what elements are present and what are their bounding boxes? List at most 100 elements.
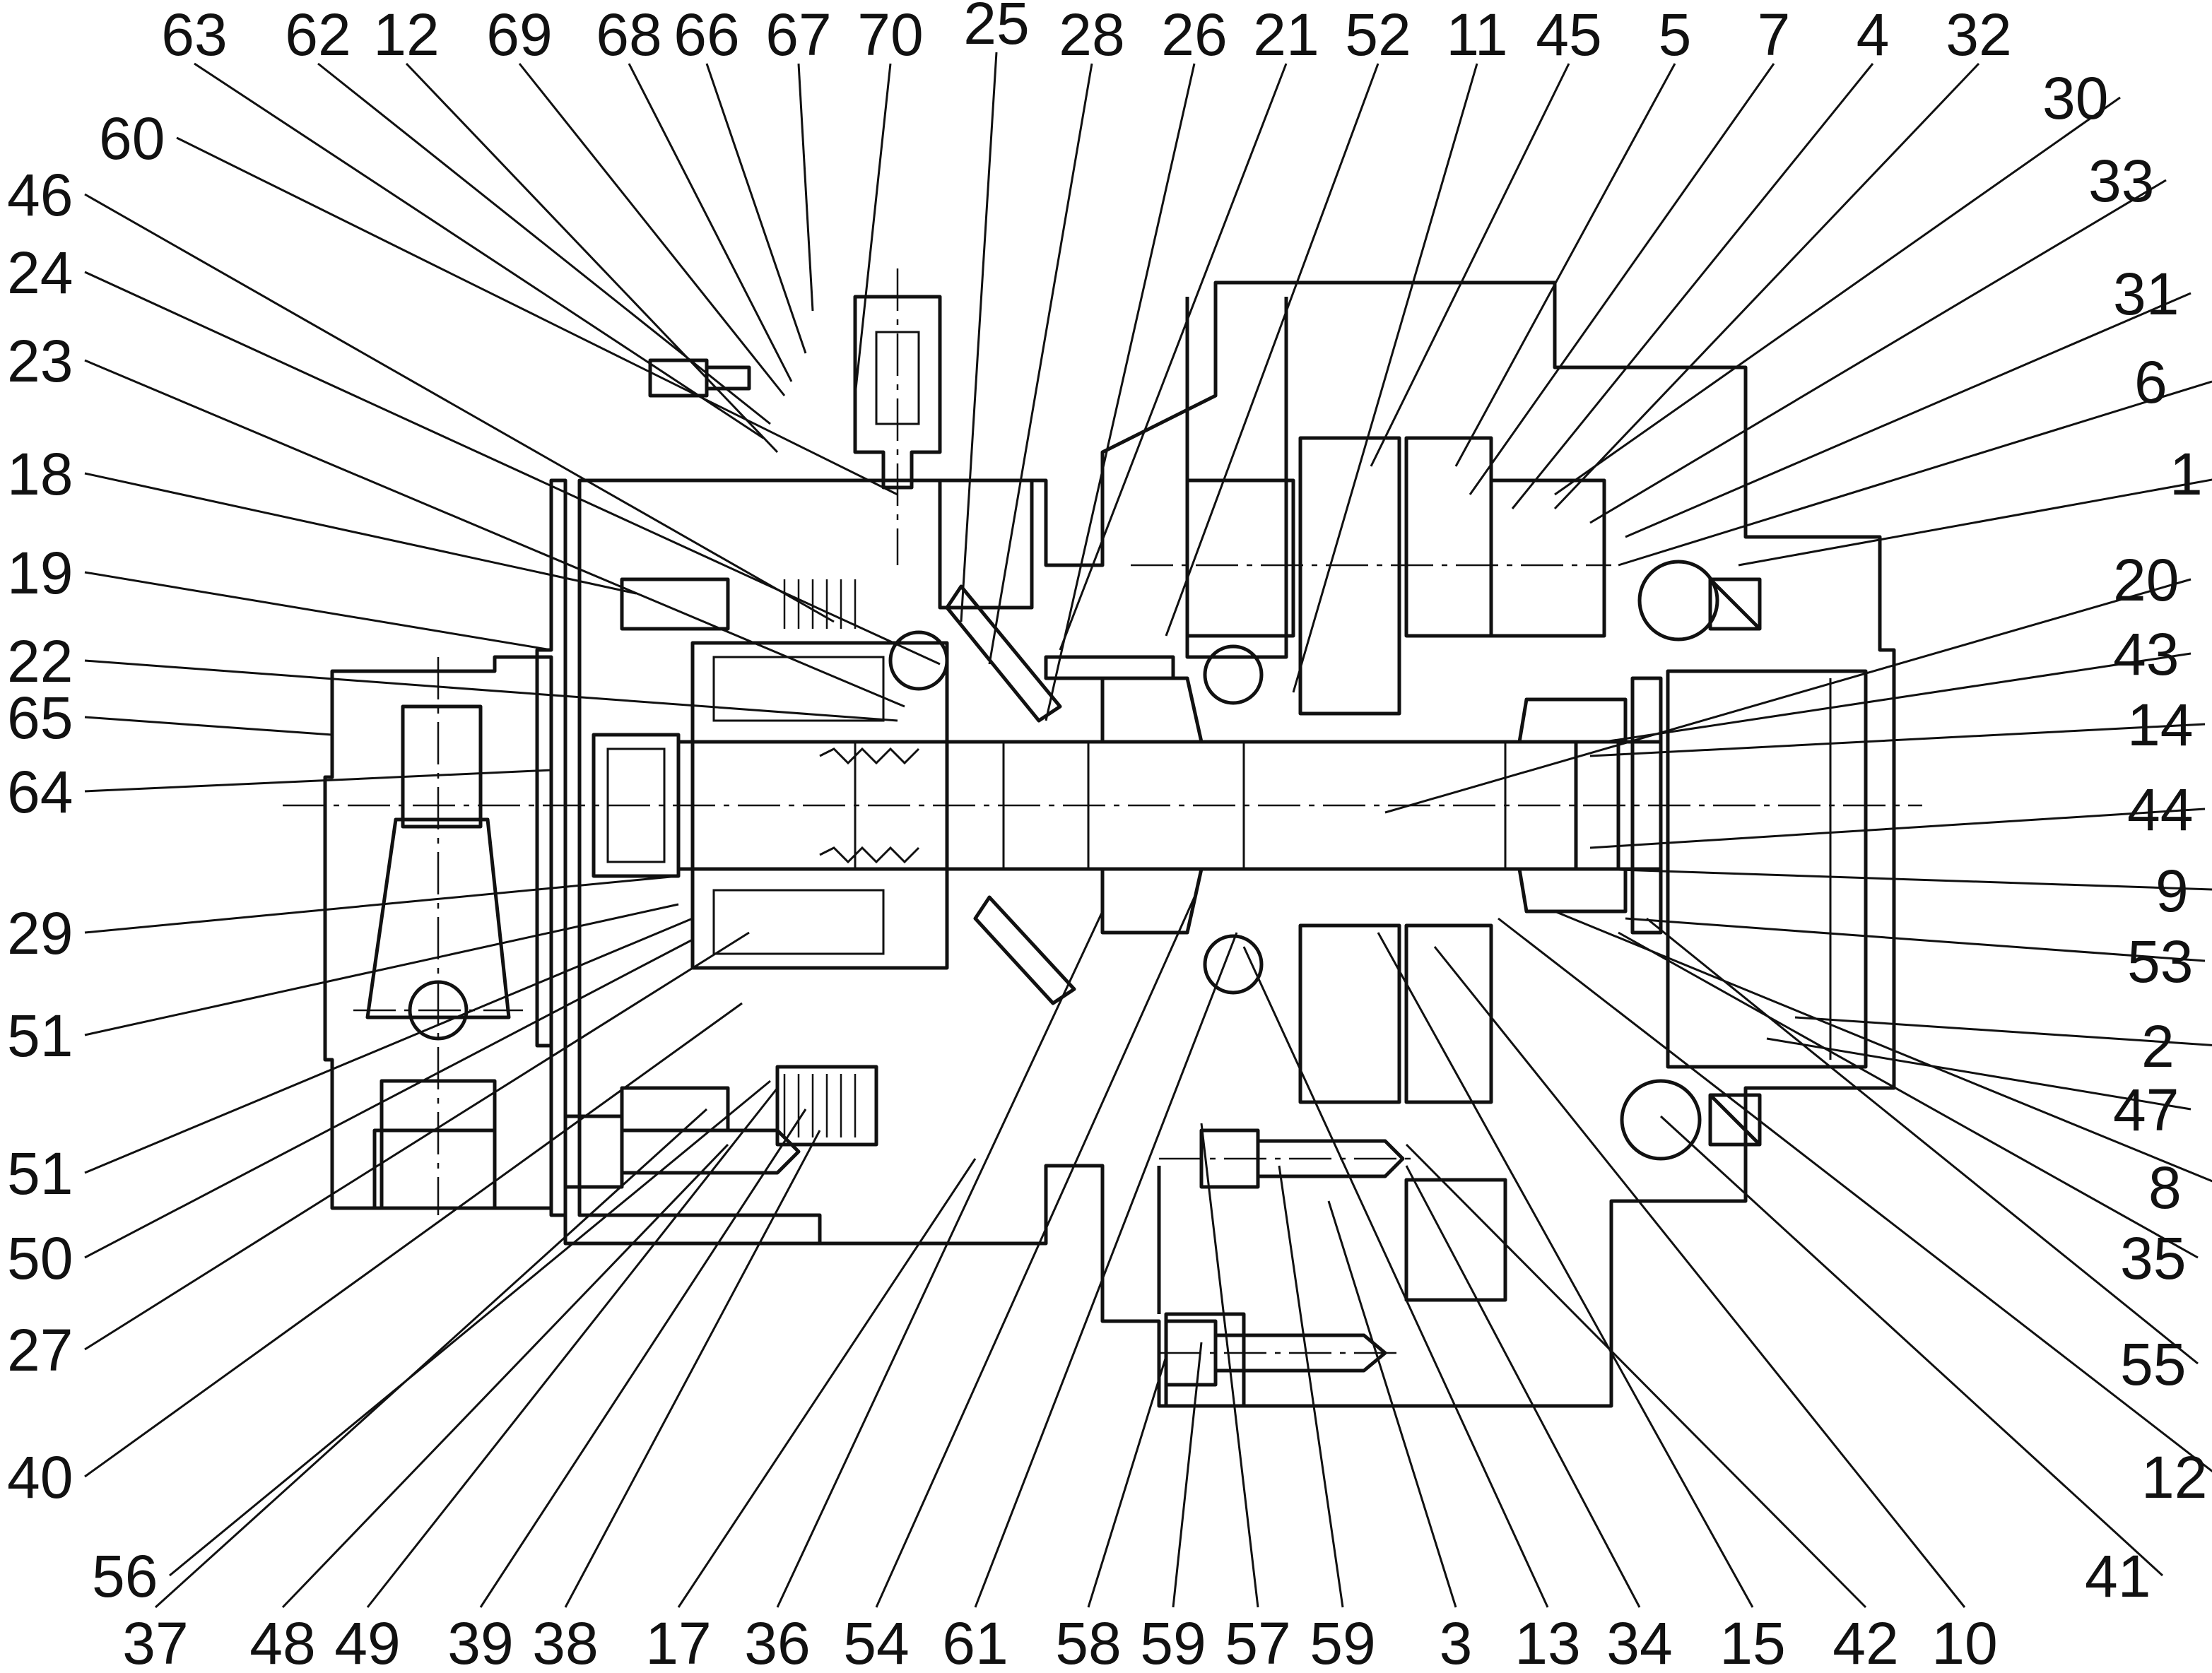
callout-label-top-16: 7	[1758, 1, 1791, 68]
callout-label-bottom-17: 42	[1832, 1610, 1898, 1669]
leader-line-right-2	[1625, 292, 2192, 538]
leader-line-bottom-15	[1405, 1165, 1641, 1608]
leader-line-right-14	[1618, 931, 2199, 1259]
leader-line-bottom-9	[1087, 1356, 1167, 1608]
leader-line-top-11	[1059, 63, 1288, 651]
callout-label-top-7: 70	[857, 1, 923, 68]
leader-line-right-6	[1604, 652, 2192, 743]
leader-line-left-4	[84, 472, 637, 595]
callout-label-left-6: 22	[7, 628, 73, 694]
leader-line-bottom-8	[974, 932, 1238, 1608]
callout-label-top-14: 45	[1536, 1, 1601, 68]
callout-label-top-10: 26	[1161, 1, 1227, 68]
callout-label-right-3: 6	[2134, 349, 2167, 415]
callout-label-left-2: 24	[7, 240, 73, 306]
leader-line-top-6	[797, 63, 814, 312]
leader-line-top-17	[1511, 63, 1874, 509]
callout-label-right-14: 35	[2120, 1225, 2186, 1291]
callout-label-left-9: 29	[7, 900, 73, 966]
callout-label-top-13: 11	[1446, 1, 1507, 68]
leader-line-left-11	[84, 917, 693, 1174]
callout-label-right-7: 14	[2127, 692, 2193, 758]
leader-line-bottom-18	[1433, 946, 1966, 1608]
callout-label-bottom-1: 48	[249, 1610, 315, 1669]
leader-line-right-0	[1554, 96, 2121, 496]
callout-label-top-0: 63	[161, 1, 227, 68]
callout-label-right-4: 1	[2170, 441, 2203, 507]
callout-label-bottom-12: 59	[1310, 1610, 1375, 1669]
callout-label-bottom-14: 13	[1514, 1610, 1580, 1669]
callout-label-left-15: 56	[92, 1543, 158, 1609]
callout-label-top-5: 66	[673, 1, 739, 68]
callout-label-right-13: 8	[2148, 1154, 2182, 1221]
leader-line-bottom-1	[281, 1143, 729, 1609]
leader-line-bottom-10	[1172, 1342, 1203, 1608]
callout-label-bottom-18: 10	[1931, 1610, 1997, 1669]
leader-line-left-10	[84, 903, 679, 1036]
callout-label-left-4: 18	[7, 441, 73, 507]
callout-label-right-2: 31	[2113, 261, 2179, 327]
callout-label-right-1: 33	[2088, 148, 2154, 214]
leader-line-left-5	[84, 571, 552, 651]
callout-label-bottom-10: 59	[1140, 1610, 1206, 1669]
leader-line-right-4	[1738, 478, 2212, 567]
callout-label-left-10: 51	[7, 1003, 73, 1069]
leader-line-right-8	[1589, 808, 2206, 849]
leader-line-top-3	[518, 63, 786, 396]
callout-label-left-5: 19	[7, 540, 73, 606]
centerlines	[283, 268, 1922, 1354]
callout-label-left-0: 60	[99, 105, 165, 172]
leader-line-bottom-7	[875, 897, 1196, 1608]
leader-line-bottom-5	[677, 1158, 977, 1608]
leader-line-bottom-11	[1200, 1123, 1259, 1608]
leader-line-bottom-4	[564, 1130, 821, 1608]
callout-label-bottom-3: 39	[447, 1610, 513, 1669]
leader-line-top-9	[988, 63, 1093, 665]
callout-label-right-5: 20	[2113, 547, 2179, 613]
leader-line-right-13	[1554, 910, 2212, 1183]
callout-label-bottom-2: 49	[334, 1610, 400, 1669]
callout-label-right-6: 43	[2113, 621, 2179, 687]
leader-line-bottom-12	[1278, 1165, 1344, 1608]
leader-line-bottom-16	[1377, 932, 1754, 1608]
callout-label-left-8: 64	[7, 759, 73, 825]
leader-line-bottom-6	[776, 911, 1104, 1608]
leader-line-top-7	[854, 63, 892, 396]
callout-label-left-14: 40	[7, 1444, 73, 1511]
callout-label-top-17: 4	[1857, 1, 1890, 68]
callout-label-top-8: 25	[963, 0, 1029, 57]
internal-components	[365, 358, 1762, 1387]
callout-label-top-1: 62	[285, 1, 351, 68]
callout-label-left-1: 46	[7, 162, 73, 228]
callout-label-right-12: 47	[2113, 1077, 2179, 1143]
leader-line-top-0	[194, 62, 764, 439]
leader-line-right-16	[1498, 917, 2212, 1473]
leader-line-top-18	[1553, 62, 1980, 510]
leader-line-right-1	[1589, 179, 2167, 524]
callout-label-bottom-8: 61	[942, 1610, 1008, 1669]
callout-label-top-6: 67	[765, 1, 831, 68]
leader-line-top-5	[705, 63, 807, 354]
leader-line-right-12	[1766, 1037, 2192, 1111]
leader-line-top-15	[1454, 63, 1676, 467]
leader-line-bottom-3	[479, 1109, 807, 1608]
callout-label-top-15: 5	[1659, 1, 1692, 68]
callout-label-left-7: 65	[7, 685, 73, 751]
leader-line-left-15	[169, 1080, 771, 1577]
leader-line-top-12	[1165, 63, 1379, 637]
callout-label-bottom-9: 58	[1055, 1610, 1121, 1669]
callout-label-bottom-0: 37	[122, 1610, 188, 1669]
callout-label-bottom-11: 57	[1225, 1610, 1290, 1669]
leader-lines	[84, 52, 2212, 1609]
leader-line-left-8	[84, 769, 552, 793]
leader-line-bottom-17	[1405, 1143, 1867, 1609]
callout-label-left-12: 50	[7, 1225, 73, 1291]
leader-line-top-4	[628, 63, 793, 382]
callout-label-top-4: 68	[596, 1, 661, 68]
callout-label-bottom-15: 34	[1606, 1610, 1672, 1669]
callout-label-bottom-5: 17	[645, 1610, 711, 1669]
callout-label-top-2: 12	[373, 1, 439, 68]
